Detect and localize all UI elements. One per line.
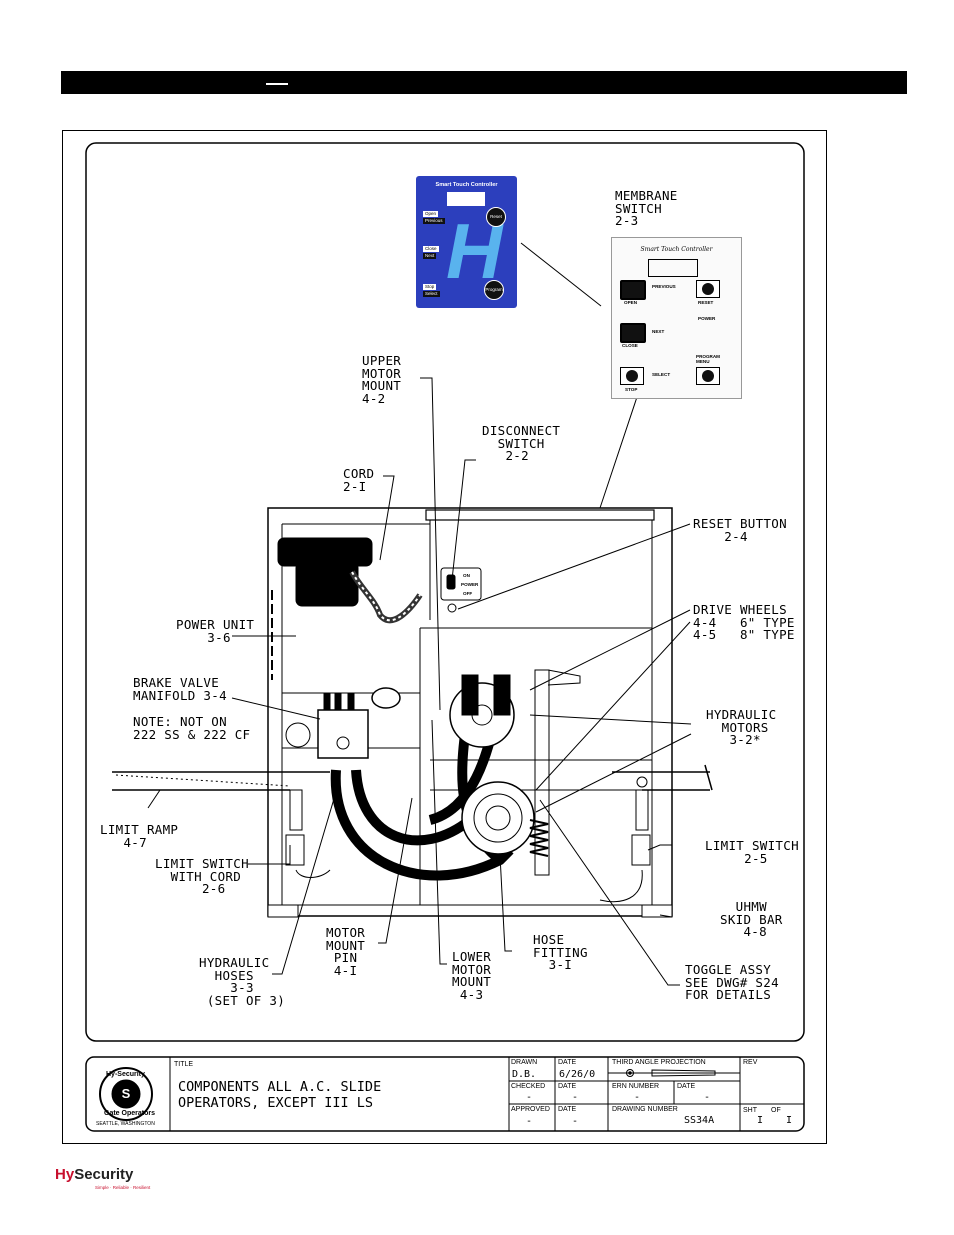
tb-sht-value: I (757, 1115, 764, 1126)
label-limit-ramp: LIMIT RAMP 4-7 (100, 822, 179, 850)
panel-title: Smart Touch Controller (435, 182, 498, 188)
panel-previous-button[interactable]: Previous (423, 218, 445, 224)
header-dash (266, 83, 288, 85)
tb-sht-label: SHT (743, 1107, 757, 1114)
label-upper-motor-mount: UPPER MOTOR MOUNT 4-2 (362, 353, 402, 406)
lower-motor (461, 781, 535, 855)
tb-drawing-number: SS34A (684, 1115, 715, 1126)
label-power-unit: POWER UNIT 3-6 (176, 617, 255, 645)
membrane-program-menu-label: PROGRAM MENU (696, 354, 720, 364)
label-toggle-assy: TOGGLE ASSY SEE DWG# S24 FOR DETAILS (685, 962, 779, 1002)
tb-approved-value: - (526, 1116, 533, 1127)
membrane-stop-key[interactable] (620, 367, 644, 385)
tb-checked-date: - (572, 1092, 579, 1103)
membrane-reset-key[interactable] (696, 280, 720, 298)
switch-off-label: OFF (463, 591, 473, 596)
panel-reset-button[interactable]: Reset (486, 207, 506, 227)
tb-of-value: I (786, 1115, 793, 1126)
panel-display (447, 192, 485, 206)
membrane-select-label: SELECT (652, 372, 671, 377)
header-bar (61, 71, 907, 94)
membrane-power-label: POWER (698, 316, 716, 321)
membrane-display (648, 259, 698, 277)
tb-drawn-value: D.B. (512, 1069, 537, 1080)
footer-brand-a: Hy (55, 1166, 75, 1183)
tb-drawn-date: 6/26/0 (559, 1069, 596, 1080)
panel-select-button[interactable]: Select (423, 291, 440, 297)
tb-logo-city: SEATTLE, WASHINGTON (96, 1121, 155, 1127)
tb-approved-date-label: DATE (558, 1106, 577, 1113)
tb-of-label: OF (771, 1107, 781, 1114)
figure-frame (62, 130, 827, 1144)
label-lower-motor-mount: LOWER MOTOR MOUNT 4-3 (452, 949, 492, 1002)
membrane-program-key[interactable] (696, 367, 720, 385)
membrane-close-label: CLOSE (622, 343, 638, 348)
tb-title-text: COMPONENTS ALL A.C. SLIDE OPERATORS, EXC… (178, 1079, 382, 1111)
label-hose-fitting: HOSE FITTING 3-I (533, 932, 588, 972)
label-limit-switch-cord: LIMIT SWITCH WITH CORD 2-6 (155, 856, 249, 896)
tb-rev-label: REV (743, 1059, 758, 1066)
svg-text:S: S (122, 1086, 131, 1101)
drawing-border (85, 142, 805, 1042)
label-drive-wheels: DRIVE WHEELS 4-4 6" TYPE 4-5 8" TYPE (693, 602, 795, 642)
tb-drawing-number-label: DRAWING NUMBER (612, 1106, 678, 1113)
leader-reset (457, 523, 691, 610)
label-motor-mount-pin: MOTOR MOUNT PIN 4-I (326, 925, 366, 978)
leader-upper-motor-mount (420, 377, 441, 711)
tb-title-label: TITLE (174, 1061, 194, 1068)
tb-approved-label: APPROVED (511, 1106, 550, 1113)
tb-ern-date: - (704, 1092, 711, 1103)
label-limit-switch: LIMIT SWITCH 2-5 (705, 838, 799, 866)
tb-ern-date-label: DATE (677, 1083, 696, 1090)
footer-tagline: Simple · Reliable · Resilient (95, 1185, 151, 1190)
leader-disconnect (451, 459, 476, 581)
footer-brand-b: Security (74, 1166, 134, 1183)
label-uhmw-skid-bar: UHMW SKID BAR 4-8 (720, 899, 783, 939)
tb-date-label: DATE (558, 1059, 577, 1066)
tb-logo-bottom: Gate Operators (104, 1110, 155, 1117)
tb-ern-label: ERN NUMBER (612, 1083, 660, 1090)
tb-approved-date: - (572, 1116, 579, 1127)
panel-close-button[interactable]: Close (423, 246, 439, 252)
tb-checked-date-label: DATE (558, 1083, 577, 1090)
switch-on-label: ON (463, 573, 470, 578)
panel-program-button[interactable]: Program (484, 280, 504, 300)
tb-checked-label: CHECKED (511, 1083, 546, 1090)
tb-projection-label: THIRD ANGLE PROJECTION (612, 1059, 706, 1066)
label-reset-button: RESET BUTTON 2-4 (693, 516, 787, 544)
switch-power-label: POWER (461, 582, 479, 587)
label-hydraulic-motors: HYDRAULIC MOTORS 3-2* (706, 707, 777, 747)
panel-open-button[interactable]: Open (423, 211, 439, 217)
membrane-stop-label: STOP (625, 387, 638, 392)
membrane-title: Smart Touch Controller (640, 246, 713, 253)
label-membrane-switch: MEMBRANE SWITCH 2-3 (615, 188, 678, 228)
footer-hysecurity-logo: HySecurity (55, 1166, 133, 1183)
label-disconnect-switch: DISCONNECT SWITCH 2-2 (482, 423, 561, 463)
leader-cord (379, 475, 395, 561)
membrane-reset-label: RESET (698, 300, 714, 305)
membrane-open-key[interactable] (620, 280, 646, 300)
tb-checked-value: - (526, 1092, 533, 1103)
membrane-close-key[interactable] (620, 323, 646, 343)
panel-next-button[interactable]: Next (423, 253, 437, 259)
cabinet-outline (267, 507, 673, 917)
membrane-next-label: NEXT (652, 329, 665, 334)
tb-ern-value: - (634, 1092, 641, 1103)
membrane-switch-drawing: Smart Touch Controller OPEN CLOSE STOP R… (611, 237, 742, 399)
label-hydraulic-hoses: HYDRAULIC HOSES 3-3 (SET OF 3) (199, 955, 286, 1008)
brake-valve-manifold (317, 709, 369, 759)
label-brake-valve: BRAKE VALVE MANIFOLD 3-4 (133, 675, 227, 703)
membrane-previous-label: PREVIOUS (652, 284, 676, 289)
title-block-border (85, 1056, 805, 1132)
membrane-open-label: OPEN (624, 300, 638, 305)
label-note: NOTE: NOT ON 222 SS & 222 CF (133, 714, 251, 742)
tb-drawn-label: DRAWN (511, 1059, 538, 1066)
tb-logo-top: Hy-Security (106, 1071, 145, 1078)
panel-stop-button[interactable]: Stop (423, 284, 437, 290)
smart-touch-controller-panel: Smart Touch Controller H Open Previous C… (416, 176, 517, 308)
label-cord: CORD 2-I (343, 466, 375, 494)
